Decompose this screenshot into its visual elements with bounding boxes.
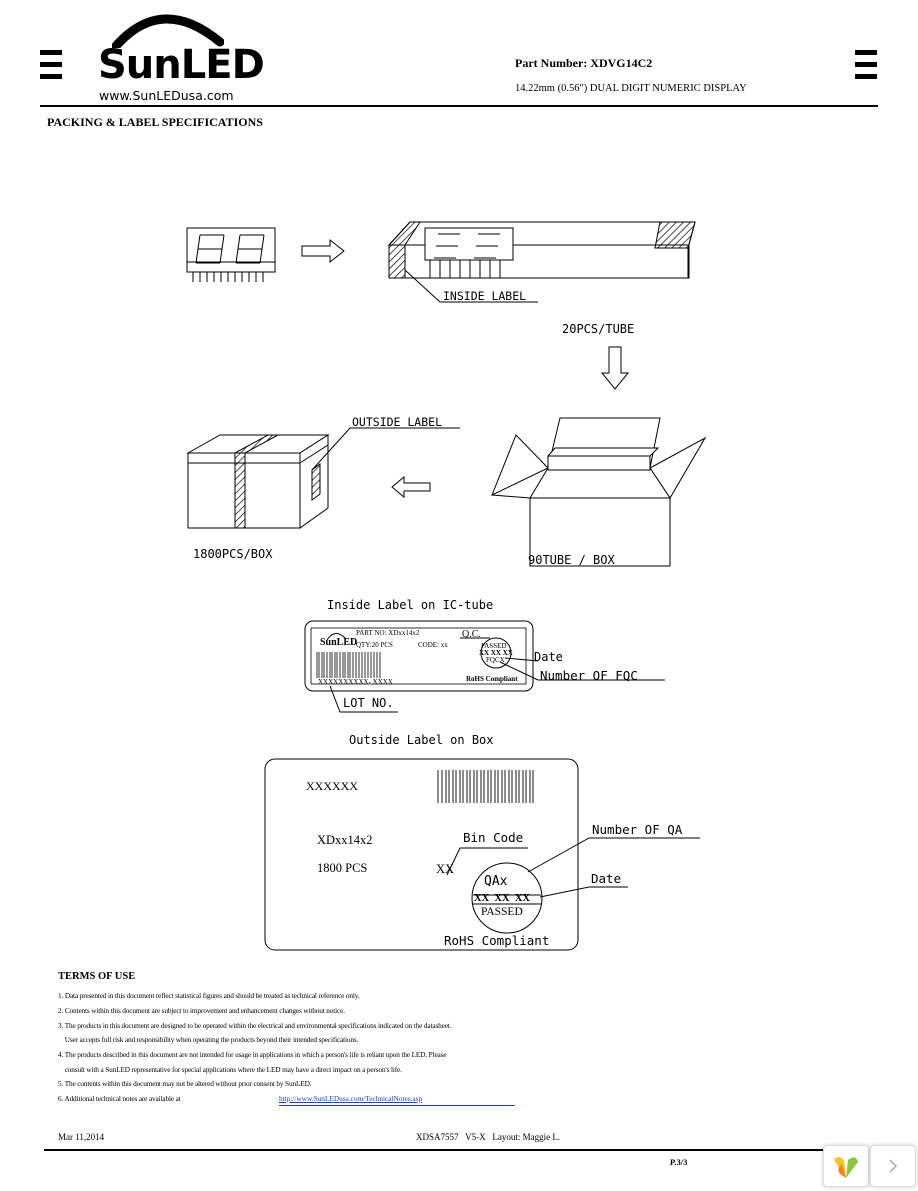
outside-stamp-date: XX XX XX xyxy=(474,893,530,904)
inside-label-part-no: PART NO: XDxx14x2 xyxy=(356,629,420,637)
inside-label-rohs: RoHS Compliant xyxy=(466,675,518,683)
inside-label-qc: Q.C. xyxy=(462,629,481,640)
header-bars-left xyxy=(40,50,62,86)
pinwheel-icon xyxy=(834,1157,858,1178)
footer-doc: XDSA7557 V5-X Layout: Maggie L. xyxy=(416,1132,561,1142)
inside-label-diagram xyxy=(304,620,665,713)
header-rule xyxy=(40,105,878,107)
shipping-box xyxy=(186,427,460,529)
inside-label-code: CODE: xx xyxy=(418,641,448,649)
outside-date-callout: Date xyxy=(591,871,622,886)
footer-rule xyxy=(44,1149,864,1151)
outside-label-diagram xyxy=(264,758,700,951)
outside-label-bin: XX xyxy=(436,862,455,876)
terms-line: 1. Data presented in this document refle… xyxy=(58,991,360,1000)
arrow-left-icon xyxy=(391,475,431,499)
terms-line: consult with a SunLED representative for… xyxy=(58,1065,402,1074)
inside-stamp-date: XX XX XX xyxy=(479,649,513,657)
outside-label-part: XDxx14x2 xyxy=(317,833,373,847)
outside-label-title: Outside Label on Box xyxy=(349,733,494,747)
ic-tube xyxy=(387,221,696,303)
qa-callout: Number OF QA xyxy=(592,822,683,837)
technical-notes-link[interactable]: http://www.SunLEDusa.com/TechnicalNotes.… xyxy=(279,1094,423,1103)
lot-callout: LOT NO. xyxy=(343,696,394,710)
inside-label-lot: XXXXXXXXXX- XXXX xyxy=(318,678,393,686)
link-underline xyxy=(279,1105,515,1106)
terms-line: 3. The products in this document are des… xyxy=(58,1021,452,1030)
chevron-right-icon xyxy=(889,1159,898,1173)
outside-label-callout: OUTSIDE LABEL xyxy=(352,415,442,429)
arrow-right-icon xyxy=(301,238,345,264)
fqc-callout: Number OF FQC xyxy=(540,668,638,683)
section-title: PACKING & LABEL SPECIFICATIONS xyxy=(47,115,263,129)
terms-line: 2. Contents within this document are sub… xyxy=(58,1006,345,1015)
outside-label-rohs: RoHS Compliant xyxy=(444,933,550,948)
pcs-per-box: 1800PCS/BOX xyxy=(193,547,273,561)
inside-label-title: Inside Label on IC-tube xyxy=(327,598,494,612)
website: www.SunLEDusa.com xyxy=(99,88,234,103)
barcode-large xyxy=(437,770,534,803)
header-bars-right xyxy=(855,50,877,86)
inside-date-callout: Date xyxy=(534,650,563,664)
arrow-down-icon xyxy=(600,346,630,390)
logo-swoosh-icon xyxy=(112,14,224,48)
logo: SunLED xyxy=(98,42,265,88)
inside-label-logo: SunLED xyxy=(320,637,358,648)
inside-stamp-fqc: FQCX xyxy=(486,656,505,664)
inside-label-callout: INSIDE LABEL xyxy=(443,289,526,303)
outside-label-pcs: 1800 PCS xyxy=(317,861,368,875)
inside-label-qty: QTY:20 PCS xyxy=(356,641,393,649)
outside-stamp-qa: QAx xyxy=(484,874,508,889)
footer-page: P.3/3 xyxy=(670,1157,688,1167)
terms-line: 5. The contents within this document may… xyxy=(58,1079,312,1088)
product-description: 14.22mm (0.56") DUAL DIGIT NUMERIC DISPL… xyxy=(515,83,747,94)
terms-title: TERMS OF USE xyxy=(58,971,136,982)
terms-line: 6. Additional technical notes are availa… xyxy=(58,1094,181,1103)
next-page-button[interactable] xyxy=(870,1145,916,1187)
viewer-app-button[interactable] xyxy=(823,1145,869,1187)
tubes-per-box: 90TUBE / BOX xyxy=(528,553,615,567)
bin-code-callout: Bin Code xyxy=(463,830,524,845)
packing-diagram: INSIDE LABEL 20PCS/TUBE OUTSIDE LABEL 18… xyxy=(186,221,707,568)
part-number: Part Number: XDVG14C2 xyxy=(515,56,653,70)
barcode-small xyxy=(316,652,381,678)
footer-date: Mar 11,2014 xyxy=(58,1132,105,1142)
inside-stamp-passed: PASSED xyxy=(481,642,507,650)
pcs-per-tube: 20PCS/TUBE xyxy=(562,322,634,336)
terms-line: User accepts full risk and responsibilit… xyxy=(58,1035,359,1044)
outside-label-code: XXXXXX xyxy=(306,779,358,793)
open-carton xyxy=(491,417,707,568)
display-component xyxy=(186,227,276,282)
terms-line: 4. The products described in this docume… xyxy=(58,1050,447,1059)
outside-stamp-passed: PASSED xyxy=(481,906,523,918)
